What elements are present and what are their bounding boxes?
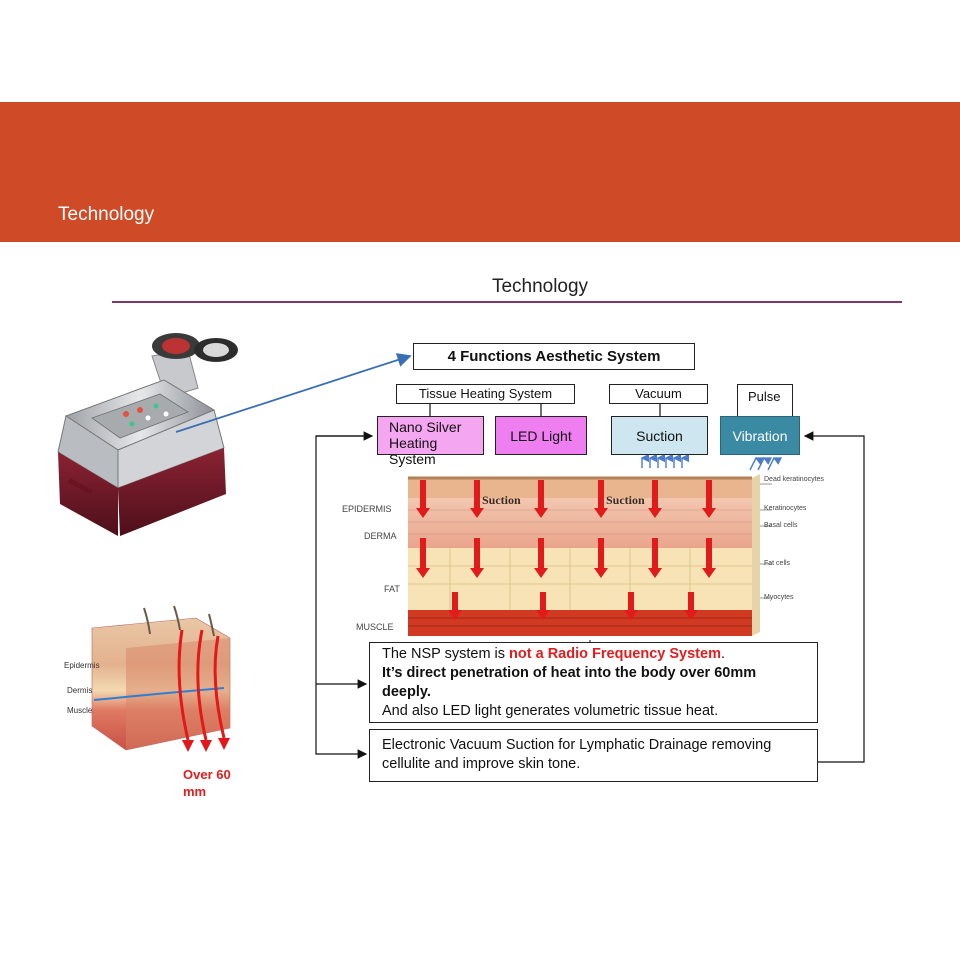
- desc-suffix: .: [720, 646, 725, 662]
- group-vacuum: Vacuum: [609, 384, 708, 404]
- function-vibration: Vibration: [720, 416, 800, 455]
- skin-layers-diagram: [408, 474, 772, 636]
- layer-fat: FAT: [384, 584, 400, 594]
- label-dermis: Dermis: [67, 686, 93, 695]
- label-keratinocytes: Keratinocytes: [764, 505, 807, 512]
- label-dead-keratinocytes: Dead keratinocytes: [764, 476, 824, 483]
- group-pulse: Pulse: [737, 384, 793, 420]
- label-fat-cells: Fat cells: [764, 560, 791, 567]
- label-myocytes: Myocytes: [764, 594, 794, 601]
- function-led-light: LED Light: [495, 416, 587, 455]
- description-heat: The NSP system is not a Radio Frequency …: [369, 642, 818, 723]
- suction-mark: Suction: [482, 493, 521, 507]
- desc-prefix: The NSP system is: [382, 646, 510, 662]
- desc-bold-line: It’s direct penetration of heat into the…: [382, 665, 757, 700]
- layer-muscle: MUSCLE: [356, 622, 394, 632]
- desc-line3: And also LED light generates volumetric …: [382, 703, 719, 719]
- suction-mark: Suction: [606, 493, 645, 507]
- title-divider: [112, 301, 902, 303]
- layer-derma: DERMA: [364, 531, 397, 541]
- desc-highlight: not a Radio Frequency System: [509, 646, 721, 662]
- device-image: [57, 333, 238, 536]
- label-epidermis: Epidermis: [64, 661, 100, 670]
- layer-epidermis: EPIDERMIS: [342, 504, 392, 514]
- slide-title: Technology: [491, 276, 589, 297]
- banner-title: Technology: [58, 204, 155, 225]
- description-vacuum: Electronic Vacuum Suction for Lymphatic …: [369, 729, 818, 782]
- label-basal-cells: Basal cells: [764, 522, 798, 529]
- function-suction: Suction: [611, 416, 708, 455]
- group-tissue-heating: Tissue Heating System: [396, 384, 575, 404]
- skin-cross-section-small: [91, 605, 231, 752]
- system-title: 4 Functions Aesthetic System: [413, 343, 695, 370]
- penetration-depth-label: Over 60 mm: [183, 767, 231, 799]
- label-muscle: Muscle: [67, 706, 93, 715]
- header-banner: [0, 102, 960, 242]
- function-nano-silver: Nano Silver Heating System: [377, 416, 484, 467]
